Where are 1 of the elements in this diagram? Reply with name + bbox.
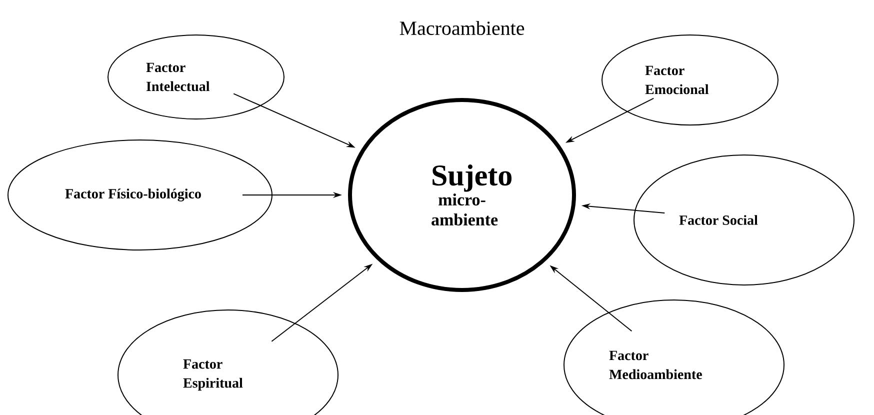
heading-label: Macroambiente — [400, 20, 524, 36]
